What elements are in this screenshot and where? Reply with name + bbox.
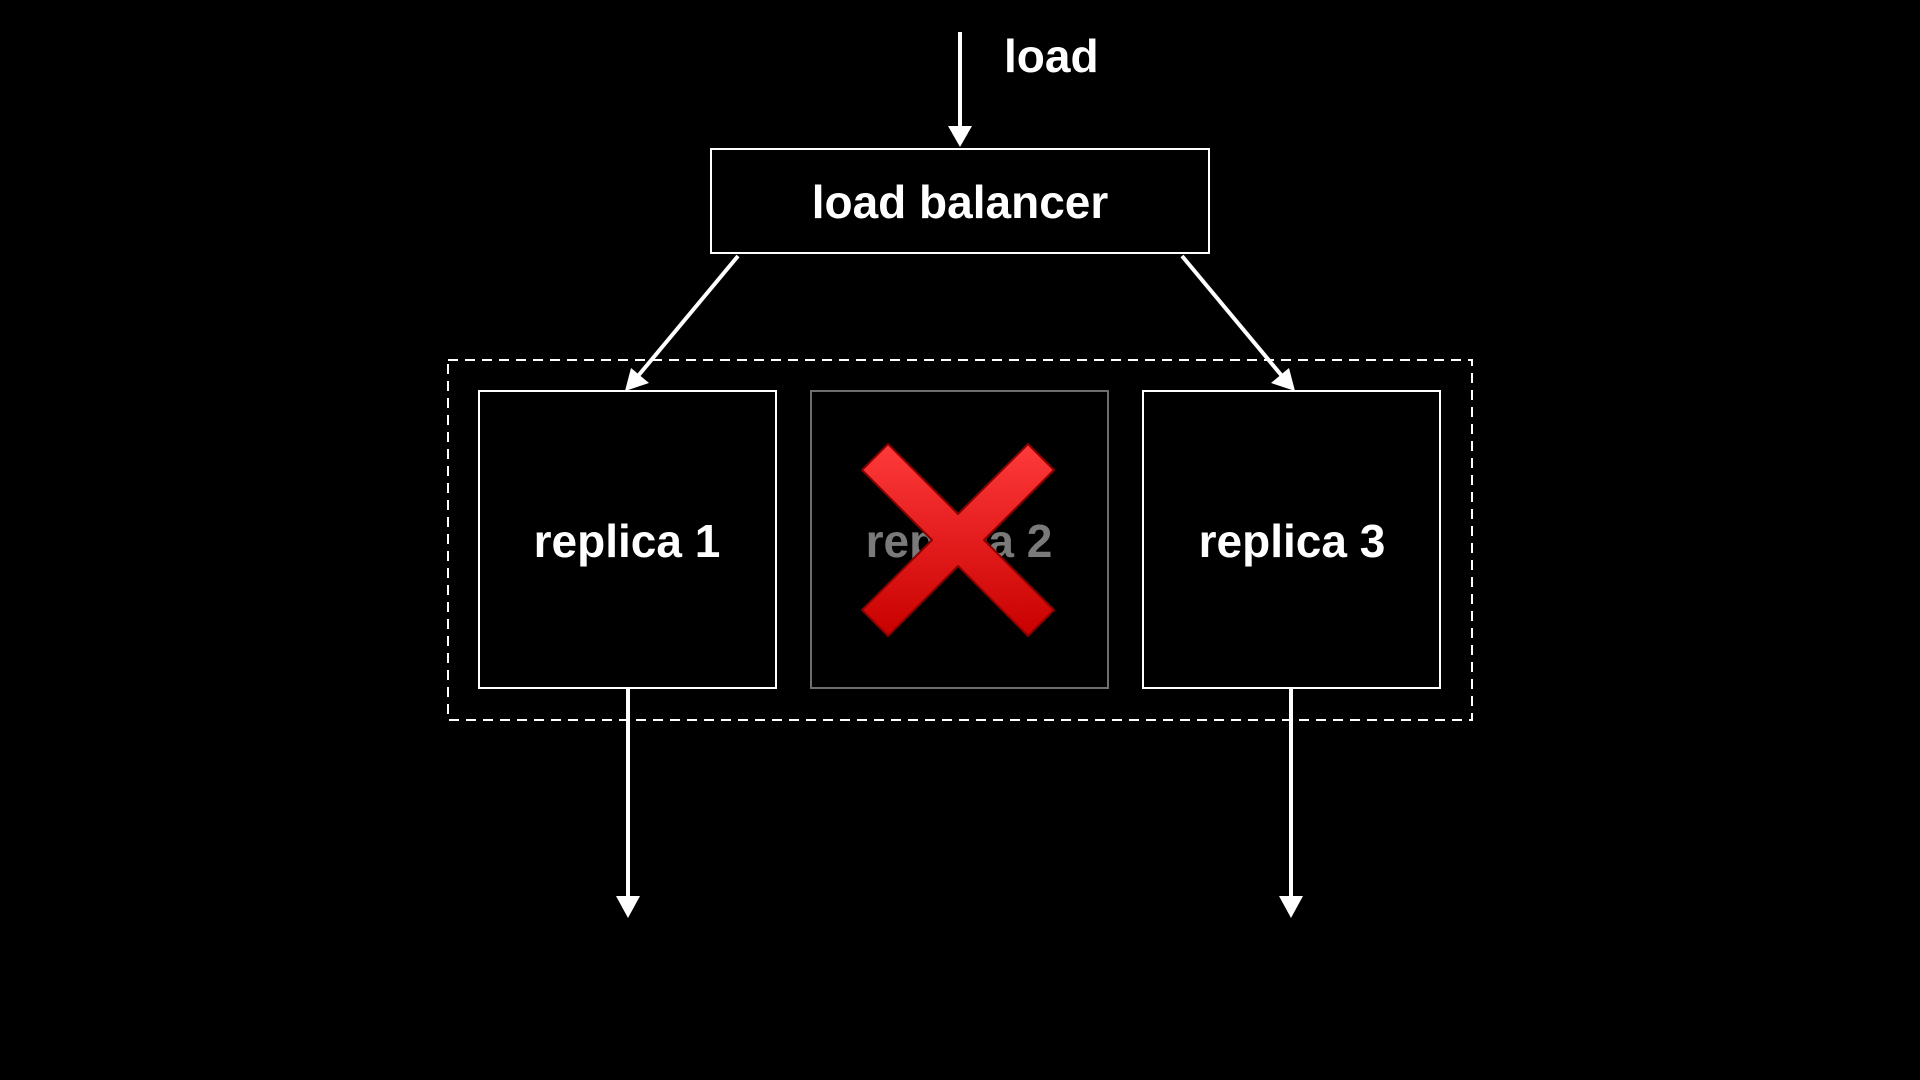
- replica-3-box: [1142, 390, 1441, 689]
- lb-to-replica-1-arrow: [625, 254, 740, 391]
- incoming-load-arrow: [948, 32, 972, 147]
- replica-1-output-arrow: [616, 689, 640, 918]
- replica-3-output-arrow: [1279, 689, 1303, 918]
- load-balancer-label: load balancer: [812, 176, 1109, 228]
- replica-group-boundary: [447, 359, 1473, 721]
- lb-to-replica-3-arrow: [1180, 254, 1295, 391]
- red-x-icon: [861, 443, 1055, 637]
- load-label: load: [1004, 30, 1099, 82]
- load-balancer-box: [710, 148, 1210, 254]
- replica-3-label: replica 3: [1199, 515, 1386, 567]
- replica-1-box: [478, 390, 777, 689]
- replica-2-box: [810, 390, 1109, 689]
- replica-1-label: replica 1: [534, 515, 721, 567]
